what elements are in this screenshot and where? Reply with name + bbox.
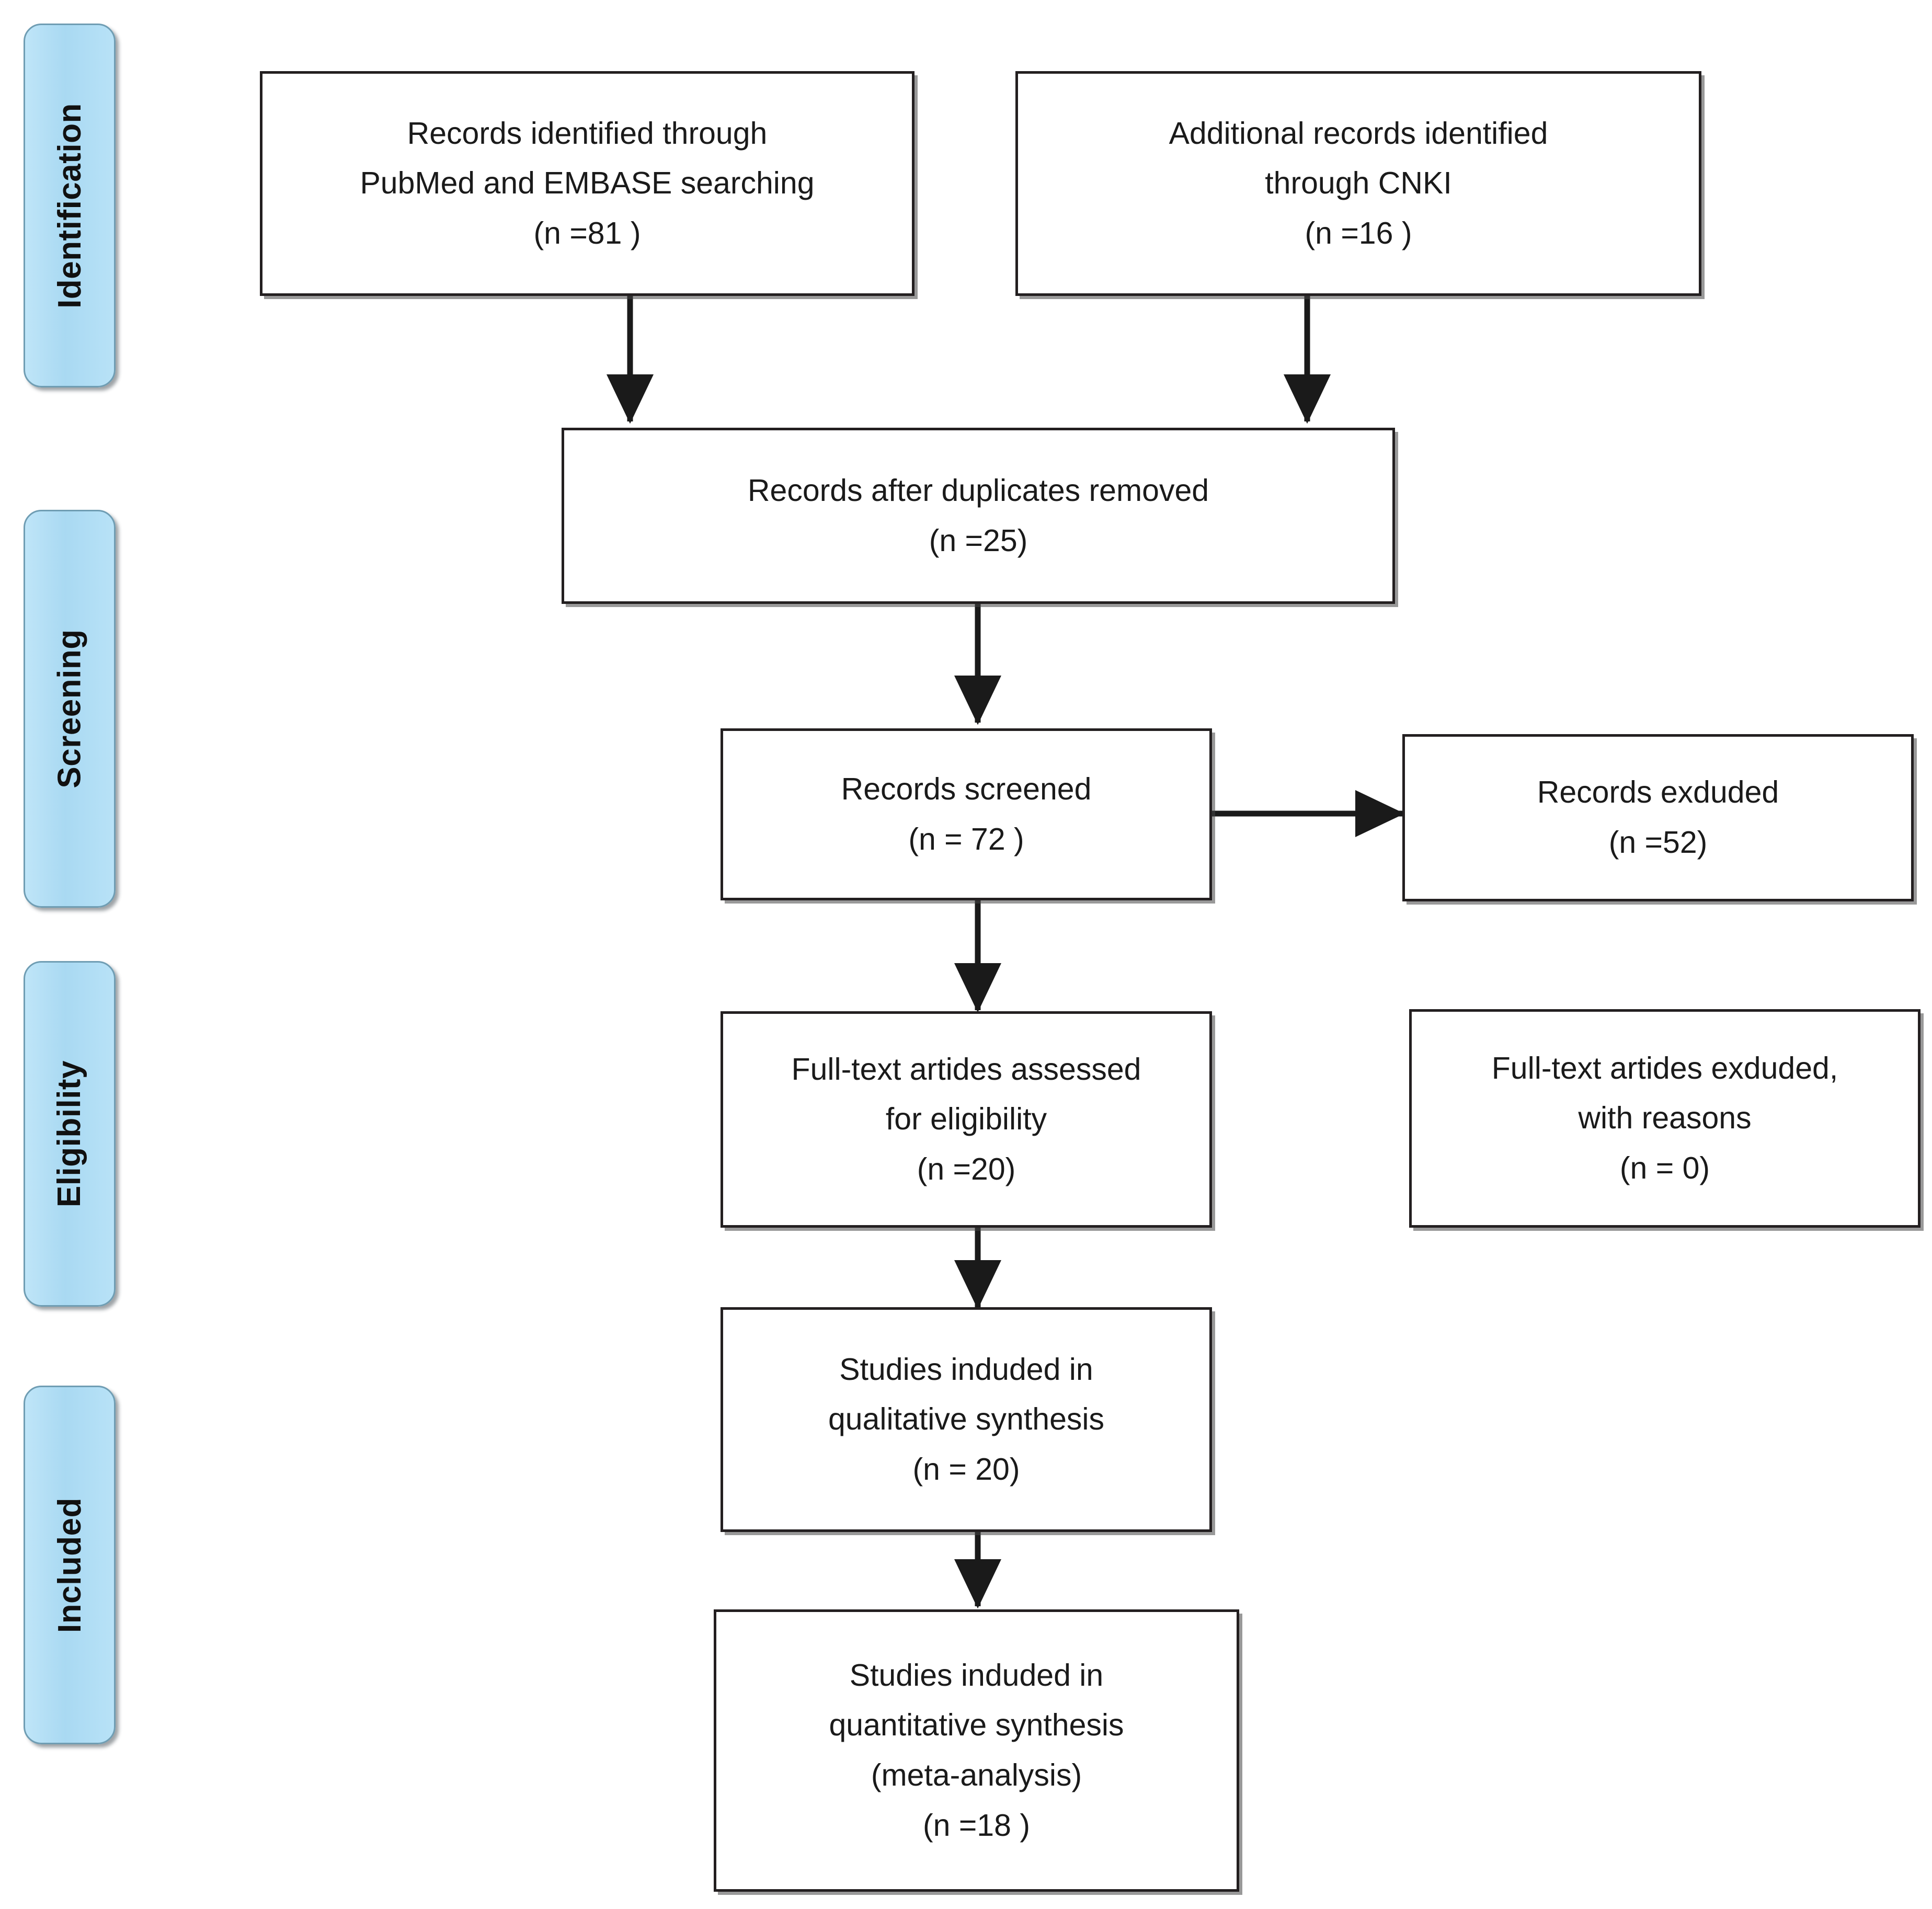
box-line: (n = 0) [1619, 1150, 1710, 1185]
box-records-after-duplicates: Records after duplicates removed (n =25) [562, 428, 1395, 604]
stage-label-eligibility: Eligibility [51, 1060, 88, 1208]
box-line: qualitative synthesis [828, 1402, 1104, 1437]
box-line: (n =25) [929, 523, 1028, 558]
box-line: through CNKI [1265, 166, 1452, 201]
box-records-excluded: Records exduded (n =52) [1402, 734, 1914, 901]
box-full-text-assessed: Full-text artides assessed for eligibili… [721, 1011, 1212, 1228]
box-line: Additional records identified [1169, 116, 1548, 151]
box-line: (n =81 ) [533, 215, 641, 250]
box-records-identified-db: Records identified through PubMed and EM… [260, 71, 914, 296]
stage-tab-identification: Identification [24, 24, 116, 387]
box-line: with reasons [1578, 1101, 1752, 1136]
box-quantitative-synthesis: Studies induded in quantitative synthesi… [714, 1609, 1239, 1892]
box-line: (n =16 ) [1305, 215, 1412, 250]
box-line: (n =18 ) [923, 1808, 1030, 1843]
box-full-text-excluded: Full-text artides exduded, with reasons … [1409, 1009, 1920, 1228]
box-line: (n = 72 ) [908, 821, 1024, 856]
box-line: PubMed and EMBASE searching [360, 166, 815, 201]
box-line: Studies induded in [849, 1657, 1104, 1693]
box-line: (n = 20) [912, 1451, 1020, 1487]
box-records-identified-cnki: Additional records identified through CN… [1015, 71, 1701, 296]
box-records-screened: Records screened (n = 72 ) [721, 728, 1212, 900]
box-line: (meta-analysis) [871, 1758, 1082, 1792]
box-line: (n =52) [1608, 825, 1708, 860]
stage-tab-included: Included [24, 1386, 116, 1744]
box-line: Studies induded in [839, 1352, 1093, 1387]
stage-label-included: Included [51, 1497, 88, 1633]
box-line: for eligibility [885, 1102, 1047, 1137]
stage-label-identification: Identification [51, 102, 88, 308]
box-qualitative-synthesis: Studies induded in qualitative synthesis… [721, 1307, 1212, 1532]
box-line: Records after duplicates removed [747, 473, 1209, 508]
box-line: Records exduded [1537, 775, 1779, 810]
box-line: Records screened [841, 771, 1092, 806]
box-line: Full-text artides assessed [791, 1051, 1141, 1087]
box-line: Full-text artides exduded, [1491, 1050, 1838, 1085]
stage-label-screening: Screening [51, 629, 88, 788]
stage-tab-screening: Screening [24, 510, 116, 908]
box-line: (n =20) [917, 1151, 1016, 1186]
stage-tab-eligibility: Eligibility [24, 961, 116, 1307]
box-line: Records identified through [407, 116, 768, 151]
box-line: quantitative synthesis [829, 1708, 1124, 1743]
